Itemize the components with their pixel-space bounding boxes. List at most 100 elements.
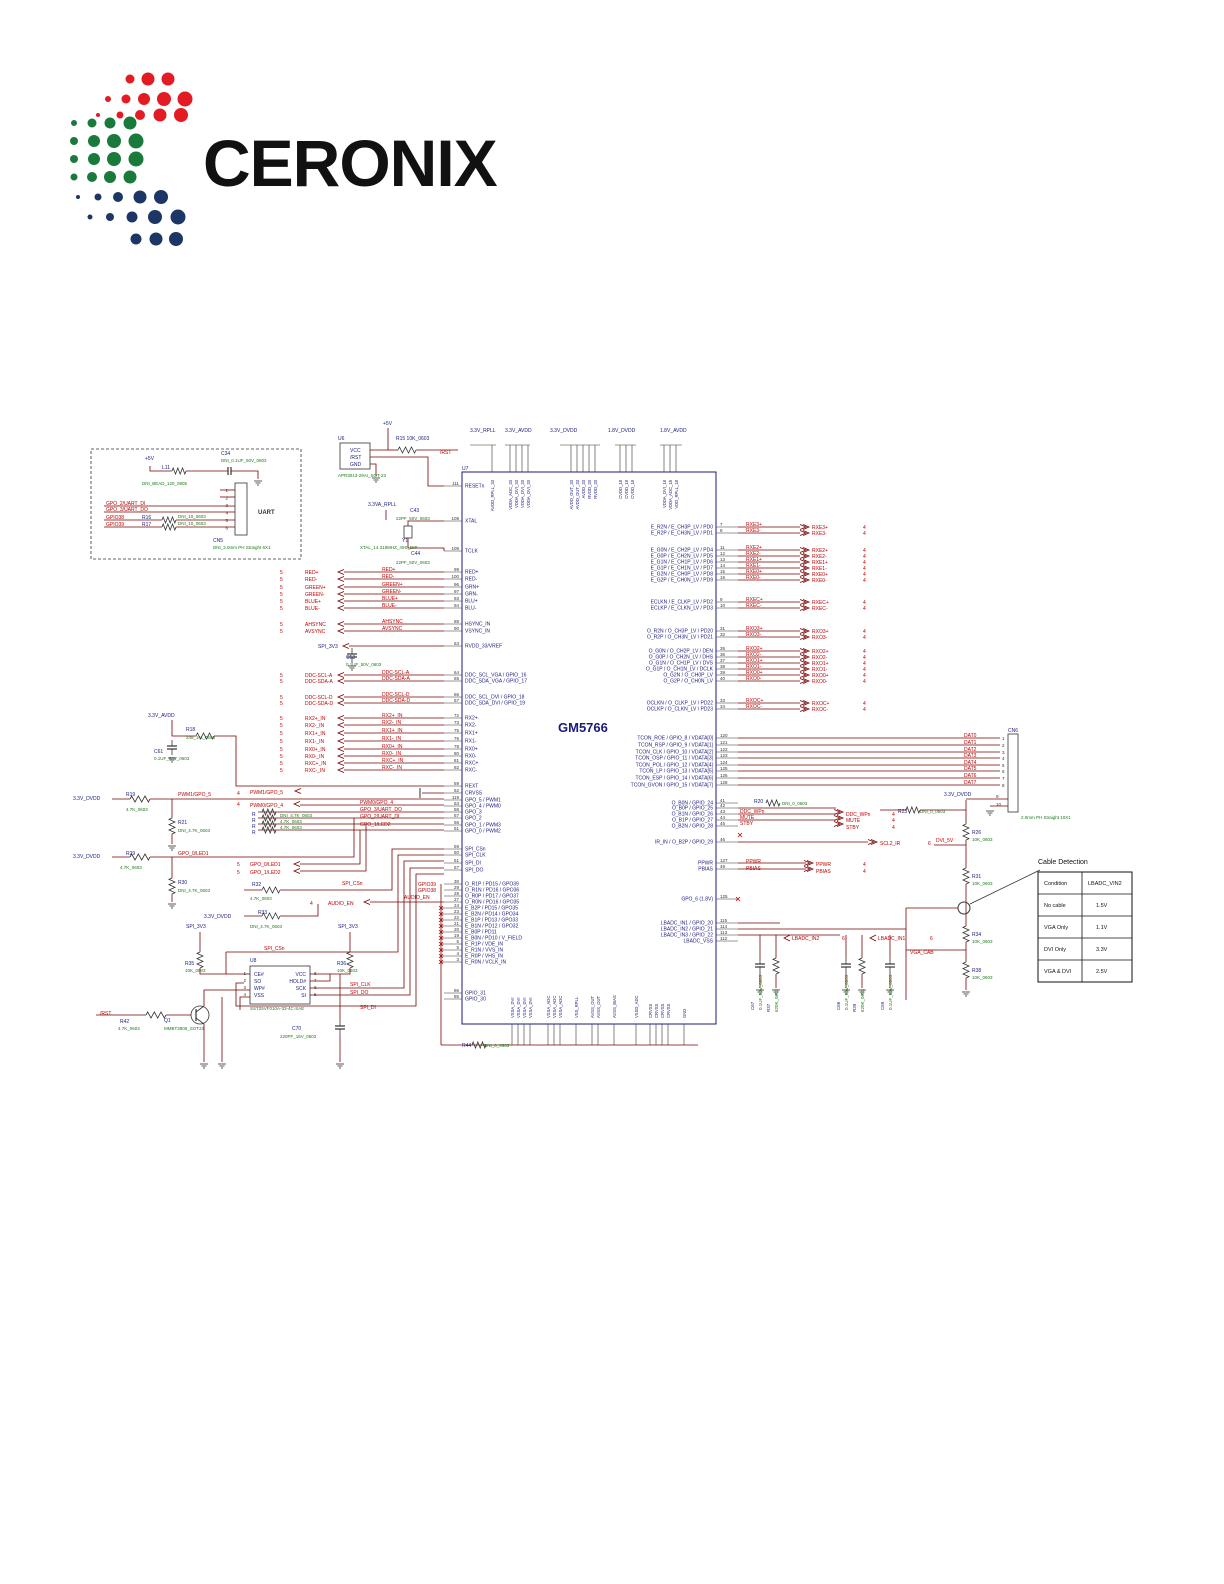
port-arrow-icon — [336, 767, 345, 773]
pin-name: HOLD# — [289, 979, 306, 985]
sheet-ref: 6 — [928, 841, 931, 847]
sheet-ref: 5 — [280, 739, 283, 745]
ref-label: CN5 — [213, 538, 223, 544]
port-arrow-icon — [336, 576, 345, 582]
wire — [735, 896, 741, 902]
brand-wordmark: CERONIX — [203, 126, 498, 200]
value-label: DNI_4.7K_0603 — [178, 888, 211, 893]
chip-pin-top: VDDA_DVI_33 — [520, 479, 525, 508]
pin-number: 59 — [454, 844, 460, 849]
pin-number: 64 — [454, 670, 460, 675]
ref-label: R34 — [972, 932, 981, 938]
table-cell: No cable — [1044, 903, 1066, 909]
pin-number: 86 — [454, 988, 460, 993]
chip-pin-bottom: CRVSS — [648, 1003, 653, 1018]
chip-pin-left: SPI_CLK — [465, 853, 486, 859]
sheet-ref: 4 — [892, 812, 895, 818]
ref-label: R15 10K_0603 — [396, 436, 430, 442]
pin-number: 120 — [720, 733, 728, 738]
pin-number: 88 — [454, 619, 460, 624]
ref-label: R31 — [972, 874, 981, 880]
pin-number: 16 — [720, 575, 726, 580]
net-label: RX0-_IN — [382, 751, 402, 757]
table-header: LBADC_VIN2 — [1088, 881, 1122, 887]
value-label: 0.1UF_50V_0603 — [844, 974, 849, 1010]
chip-pin-left: RXC+ — [465, 761, 479, 767]
pin-number: 15 — [720, 569, 726, 574]
chip-pin-left: RVDD_33/VREF — [465, 644, 502, 650]
pin-number: 6 — [225, 526, 228, 531]
chip-pin-right: TCON_GVON / GPIO_15 / VDATA[7] — [631, 783, 714, 789]
logo-dot — [70, 173, 78, 181]
logo-dot — [148, 210, 162, 224]
port-arrow-icon — [336, 569, 345, 575]
pin-number: 39 — [720, 670, 726, 675]
port-arrow-icon — [336, 584, 345, 590]
chip-pin-bottom: VSSA_ADC — [558, 996, 563, 1018]
chip-pin-right: E_G1P / E_CH1N_LV / PD7 — [651, 566, 714, 572]
value-label: 22PF_50V_0603 — [396, 560, 430, 565]
wire — [408, 547, 445, 551]
net-label: AVSYNC — [382, 626, 403, 632]
pin-name: VSS — [254, 993, 265, 999]
chip-pin-left: VSYNC_IN — [465, 629, 490, 635]
net-label: RXO0- — [746, 676, 762, 682]
resistor-symbol — [145, 1011, 167, 1019]
net-port: RX0-_IN — [305, 754, 325, 760]
sheet-ref: 4 — [863, 649, 866, 655]
chip-pin-left: E_B1P / PD13 / GPO33 — [465, 918, 518, 924]
chip-pin-left: DDC_SCL_DVI / GPIO_18 — [465, 695, 525, 701]
chip-pin-right: LBADC_IN1 / GPIO_20 — [661, 921, 713, 927]
sheet-ref: 5 — [280, 761, 283, 767]
port-arrow-icon — [799, 672, 811, 678]
pin-number: 23 — [454, 909, 460, 914]
net-label: /RST — [100, 1011, 111, 1017]
pin-number: 24 — [454, 903, 460, 908]
logo-dot — [107, 152, 121, 166]
sheet-ref: 4 — [237, 791, 240, 797]
port-arrow-icon — [341, 643, 350, 649]
logo-dot — [128, 133, 144, 149]
net-port: PWM1/GPO_5 — [250, 790, 283, 796]
port-arrow-icon — [293, 788, 302, 794]
connector-cn6 — [1007, 733, 1019, 813]
wire — [231, 470, 259, 479]
value-label: 249_1%_0603 — [186, 735, 216, 740]
rail-label: 3.3V_AVDD — [505, 428, 532, 434]
port-arrow-icon — [869, 934, 877, 942]
net-label: GPO_2/UART_DI — [106, 501, 145, 507]
resistor-symbol — [261, 819, 277, 829]
pin-number: 85 — [454, 994, 460, 999]
pin-number: 121 — [720, 740, 728, 745]
wire — [370, 456, 444, 487]
chip-pin-left: E_B0N / PD10 / V_FIELD — [465, 936, 522, 942]
pin-number: 35 — [720, 646, 726, 651]
sheet-ref: 4 — [863, 531, 866, 537]
port-arrow-icon — [336, 678, 345, 684]
ref-label: C53 — [346, 655, 355, 661]
port-arrow-icon — [336, 715, 345, 721]
wire — [737, 832, 743, 838]
logo-dot — [125, 74, 135, 84]
chip-pin-bottom: AVSS_OUT — [590, 996, 595, 1018]
chip-pin-right: O_R2P / O_CH3N_LV / PD21 — [647, 635, 713, 641]
chip-pin-right: E_R2N / E_CH3P_LV / PD0 — [651, 525, 713, 531]
ref-label: U8 — [250, 958, 257, 964]
net-port: GPO_1/LED2 — [250, 870, 281, 876]
resistor-symbol — [261, 912, 281, 920]
chip-pin-right: O_G2N / O_CH0P_LV — [663, 673, 713, 679]
sheet-ref: 6 — [842, 936, 845, 942]
pin-number: 119 — [452, 795, 460, 800]
chip-pin-left: SPI_CSn — [465, 847, 486, 853]
chip-pin-bottom: CRVSS — [660, 1003, 665, 1018]
net-label: RXEC+ — [746, 597, 763, 603]
logo-dot — [128, 151, 144, 167]
net-port: RX2-_IN — [305, 723, 325, 729]
value-label: 4.7K_0603 — [280, 819, 302, 824]
pin-number: 1 — [225, 488, 228, 493]
pin-name: SI — [301, 993, 306, 999]
ground-icon — [858, 989, 866, 995]
sheet-ref: 5 — [280, 695, 283, 701]
pin-number: 42 — [720, 803, 726, 808]
ref-label: U6 — [338, 436, 345, 442]
